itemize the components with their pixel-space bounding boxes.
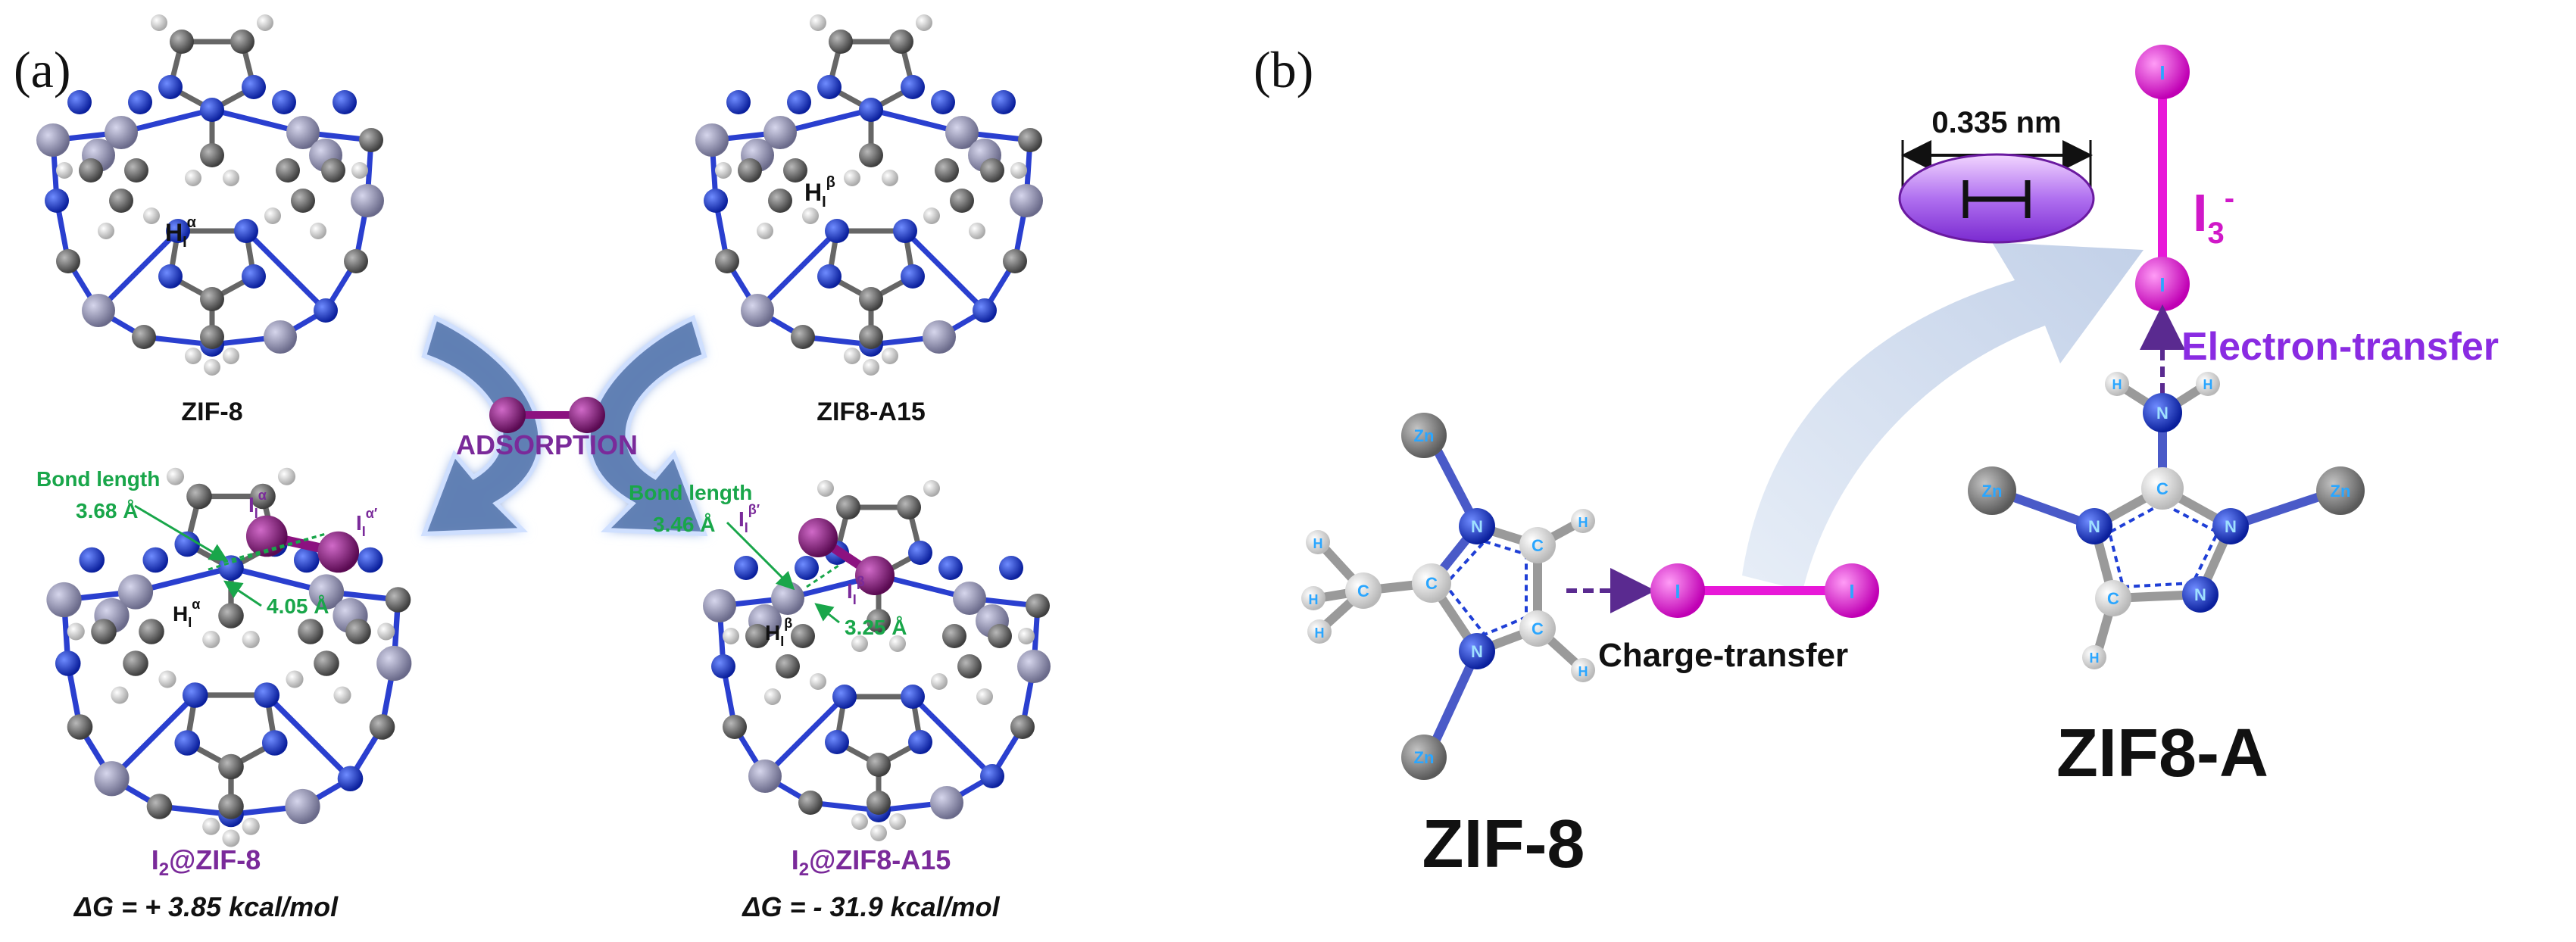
bond-value-right-2: 3.25 Å	[845, 616, 907, 639]
atom-label: H	[2203, 377, 2213, 392]
adsorption-label: ADSORPTION	[456, 429, 638, 460]
bond-value-left-2: 4.05 Å	[267, 594, 329, 618]
arrow-left-down-icon	[420, 314, 543, 537]
zif8-title-b: ZIF-8	[1422, 806, 1585, 882]
atom-label: N	[2156, 404, 2169, 423]
h-beta-label-top: HIβ	[804, 174, 835, 211]
charge-transfer-label: Charge-transfer	[1598, 637, 1848, 674]
atom-label: N	[2194, 585, 2206, 604]
atom-label: C	[2156, 479, 2169, 498]
zif8-a15-label: ZIF8-A15	[817, 398, 926, 426]
panel-a-label: (a)	[14, 41, 70, 98]
atom-label: H	[1578, 515, 1588, 530]
electron-transfer-label: Electron-transfer	[2181, 325, 2499, 369]
triiodide-ion: I I	[2135, 45, 2190, 311]
arrow-right-down-icon	[585, 314, 708, 537]
i2-zif8-energy: ΔG = + 3.85 kcal/mol	[73, 891, 339, 922]
i-beta-prime-label: IIβ′	[738, 502, 760, 535]
atom-label: Zn	[1414, 426, 1435, 445]
atom-label: I	[1675, 580, 1680, 603]
atom-label: N	[1471, 517, 1483, 536]
atom-label: C	[1532, 536, 1544, 555]
atom-label: I	[1849, 580, 1854, 603]
bond-annotations-left	[134, 504, 326, 607]
i2-zif8-title: I2@ZIF-8	[151, 844, 261, 880]
i-beta-label: IIβ	[847, 574, 865, 607]
h-beta-label-bottom: HIβ	[765, 616, 792, 649]
atom-label: H	[1313, 536, 1323, 551]
i2-zif8-a15-cage-bottom-right	[703, 480, 1051, 841]
i3-ion-label: I3-	[2193, 182, 2234, 250]
zif8-a-linker-molecule: Zn Zn N C N N C N H H H	[1968, 372, 2365, 669]
h-alpha-label-top: HIα	[165, 214, 197, 251]
atom-label: C	[2107, 589, 2119, 608]
distance-label: 0.335 nm	[1931, 106, 2061, 139]
panel-b-label: (b)	[1254, 41, 1313, 98]
atom-label: N	[1471, 642, 1483, 661]
zif8-linker-molecule: Zn Zn N N C C C C H H H H H	[1301, 413, 1595, 780]
i2-molecule-icon	[489, 397, 605, 433]
i2-zif8-a15-energy: ΔG = - 31.9 kcal/mol	[741, 891, 1000, 922]
atom-label: C	[1532, 619, 1544, 638]
panel-a: (a) ADSORPTION ZIF-8 ZIF8-A15 HIα HIβ	[14, 14, 1051, 922]
atom-label: Zn	[1414, 748, 1435, 767]
atom-label: I	[2159, 61, 2165, 84]
iodine-molecule: I I	[1650, 563, 1879, 618]
atom-label: Zn	[1982, 482, 2003, 501]
atom-label: N	[2225, 517, 2237, 536]
i-alpha-label: IIα	[248, 488, 267, 521]
bond-value-left-1: 3.68 Å	[76, 499, 139, 522]
zif8-cage-top-left	[36, 14, 384, 376]
bond-value-right-1: 3.46 Å	[653, 513, 716, 536]
atom-label: H	[2090, 650, 2100, 666]
atom-label: C	[1357, 582, 1369, 600]
adsorption-arrows	[420, 314, 708, 537]
zif8-label: ZIF-8	[181, 398, 242, 426]
h-alpha-label-bottom: HIα	[173, 597, 200, 630]
bond-length-label-right: Bond length	[629, 481, 752, 504]
zif8-a15-cage-top-right	[695, 14, 1043, 376]
bond-annotations-right	[726, 521, 841, 624]
i2-zif8-a15-title: I2@ZIF8-A15	[792, 844, 951, 880]
i2-zif8-cage-bottom-left	[46, 467, 412, 847]
i-alpha-prime-label: IIα′	[356, 506, 377, 539]
atom-label: C	[1425, 574, 1438, 593]
atom-label: Zn	[2331, 482, 2351, 501]
transfer-curved-arrow-icon	[1742, 242, 2144, 591]
atom-label: N	[2088, 517, 2100, 536]
atom-label: H	[2112, 377, 2122, 392]
ii-bond-ellipse-icon	[1898, 153, 2095, 244]
atom-label: H	[1309, 592, 1319, 607]
atom-label: H	[1315, 625, 1325, 641]
atom-label: I	[2159, 273, 2165, 296]
atom-label: H	[1578, 664, 1588, 679]
bond-length-label-left: Bond length	[36, 467, 160, 491]
panel-b: (b)	[1254, 41, 2499, 882]
zif8-a-title-b: ZIF8-A	[2056, 716, 2268, 791]
